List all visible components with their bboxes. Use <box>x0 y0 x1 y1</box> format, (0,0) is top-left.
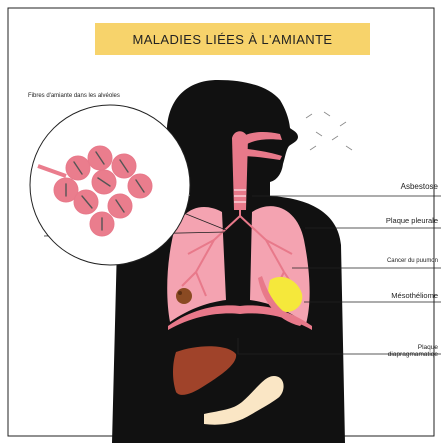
asbestosis-lesion <box>176 288 192 304</box>
airborne-fibres <box>306 112 352 150</box>
label-asbestose: Asbestose <box>401 183 438 191</box>
label-plaque-diaphragmatique: Plaque diapragmamatiqe <box>388 345 438 359</box>
label-mesotheliome: Mésothéliome <box>391 292 438 300</box>
title-banner: MALADIES LIÉES À L'AMIANTE <box>95 23 370 55</box>
label-plaque-diaphragmatique-line2: diapragmamatiqe <box>388 352 438 359</box>
inset-caption: Fibres d'amiante dans les alvéoles <box>28 93 120 99</box>
label-cancer-poumon: Cancer du puumon <box>387 258 438 264</box>
label-plaque-pleurale: Plaque pleurale <box>386 217 438 225</box>
asbestosis-lesion-dot <box>178 291 182 295</box>
trachea <box>232 131 248 210</box>
page-title: MALADIES LIÉES À L'AMIANTE <box>133 32 333 47</box>
